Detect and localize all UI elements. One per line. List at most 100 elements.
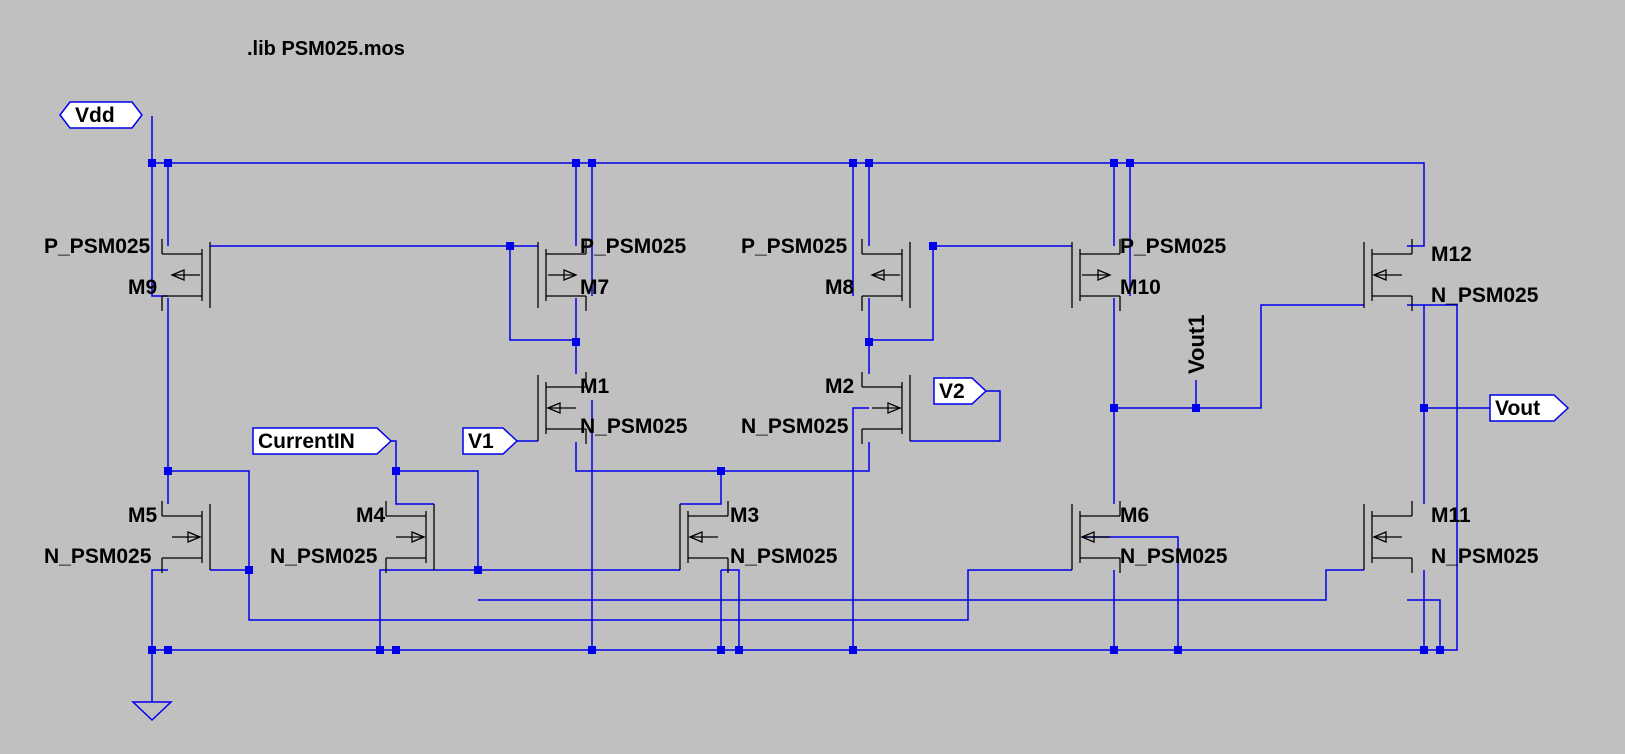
junction-dot: [1192, 404, 1200, 412]
ground-icon: [131, 701, 173, 722]
junction-dot: [572, 338, 580, 346]
net-label-vdd[interactable]: Vdd: [59, 101, 143, 129]
transistor-m4[interactable]: [385, 501, 435, 573]
transistor-model-label: N_PSM025: [1120, 545, 1228, 568]
transistor-m8[interactable]: [861, 239, 911, 311]
junction-dot: [717, 467, 725, 475]
text-labels: P_PSM025M9P_PSM025M7P_PSM025M8P_PSM025M1…: [44, 38, 1539, 568]
wire: [152, 304, 1458, 651]
wire: [152, 162, 1425, 247]
wire: [168, 470, 250, 570]
junction-dot: [1126, 159, 1134, 167]
transistor-ref-label: M9: [128, 276, 157, 299]
wire: [395, 471, 434, 505]
transistor-m11[interactable]: [1363, 501, 1413, 573]
junction-dot: [164, 159, 172, 167]
wire: [377, 440, 479, 570]
net-label-v2-text: V2: [939, 380, 965, 403]
junction-dot: [506, 242, 514, 250]
junction-dot: [392, 646, 400, 654]
junction-dot: [1174, 646, 1182, 654]
transistor-m7[interactable]: [537, 239, 587, 311]
transistor-ref-label: M12: [1431, 243, 1472, 266]
transistor-model-label: N_PSM025: [580, 415, 688, 438]
net-label-vout[interactable]: Vout: [1489, 394, 1570, 422]
junction-dot: [392, 467, 400, 475]
transistor-m1[interactable]: [537, 372, 587, 444]
transistor-ref-label: M11: [1431, 504, 1471, 527]
transistor-m2[interactable]: [861, 372, 911, 444]
transistor-ref-label: M1: [580, 375, 609, 398]
transistor-model-label: N_PSM025: [741, 415, 849, 438]
junction-dot: [1110, 159, 1118, 167]
transistor-symbols: [161, 239, 1413, 573]
transistor-model-label: P_PSM025: [580, 235, 687, 258]
transistor-m3[interactable]: [679, 501, 729, 573]
junction-dot: [1436, 646, 1444, 654]
junction-dot: [735, 646, 743, 654]
junction-dot: [849, 646, 857, 654]
wire: [1082, 536, 1179, 650]
junction-dot: [849, 159, 857, 167]
junction-dot: [1420, 404, 1428, 412]
wire: [680, 471, 722, 505]
junction-dot: [717, 646, 725, 654]
transistor-model-label: N_PSM025: [44, 545, 152, 568]
wire: [1407, 599, 1441, 650]
wires: [151, 116, 1490, 702]
transistor-ref-label: M6: [1120, 504, 1149, 527]
junction-dot: [148, 159, 156, 167]
junction-dot: [376, 646, 384, 654]
wire: [509, 246, 576, 341]
transistor-model-label: N_PSM025: [1431, 545, 1539, 568]
net-label-current-in-text: CurrentIN: [258, 430, 355, 453]
transistor-m10[interactable]: [1071, 239, 1121, 311]
transistor-model-label: P_PSM025: [741, 235, 848, 258]
net-label-v1[interactable]: V1: [462, 427, 519, 455]
transistor-ref-label: M5: [128, 504, 157, 527]
transistor-ref-label: M4: [356, 504, 385, 527]
net-label-current-in[interactable]: CurrentIN: [252, 427, 393, 455]
transistor-ref-label: M10: [1120, 276, 1161, 299]
net-name-vout1: Vout1: [1184, 315, 1209, 374]
transistor-ref-label: M3: [730, 504, 759, 527]
wire: [852, 407, 869, 650]
wire: [210, 569, 1072, 621]
transistor-ref-label: M2: [825, 375, 854, 398]
net-label-vdd-text: Vdd: [75, 104, 115, 127]
junction-dot: [572, 159, 580, 167]
wire: [1114, 304, 1364, 409]
net-label-vout-text: Vout: [1495, 397, 1540, 420]
spice-directive: .lib PSM025.mos: [247, 38, 405, 60]
junction-dot: [865, 159, 873, 167]
transistor-model-label: N_PSM025: [270, 545, 378, 568]
junction-dot: [865, 338, 873, 346]
junction-dot: [245, 566, 253, 574]
net-label-v2[interactable]: V2: [933, 377, 988, 405]
junction-dot: [1420, 646, 1428, 654]
transistor-m5[interactable]: [161, 501, 211, 573]
junction-dots: [148, 159, 1444, 654]
transistor-m6[interactable]: [1071, 501, 1121, 573]
wire: [869, 246, 934, 341]
transistor-m12[interactable]: [1363, 239, 1413, 311]
junction-dot: [588, 646, 596, 654]
junction-dot: [474, 566, 482, 574]
junction-dot: [1110, 646, 1118, 654]
transistor-model-label: N_PSM025: [730, 545, 838, 568]
wire: [478, 569, 1364, 601]
wire: [379, 569, 396, 650]
net-label-v1-text: V1: [468, 430, 494, 453]
wire: [151, 569, 168, 650]
transistor-m9[interactable]: [161, 239, 211, 311]
transistor-ref-label: M8: [825, 276, 854, 299]
junction-dot: [148, 646, 156, 654]
transistor-ref-label: M7: [580, 276, 609, 299]
junction-dot: [588, 159, 596, 167]
junction-dot: [1110, 404, 1118, 412]
junction-dot: [164, 646, 172, 654]
junction-dot: [929, 242, 937, 250]
transistor-model-label: P_PSM025: [44, 235, 151, 258]
junction-dot: [164, 467, 172, 475]
